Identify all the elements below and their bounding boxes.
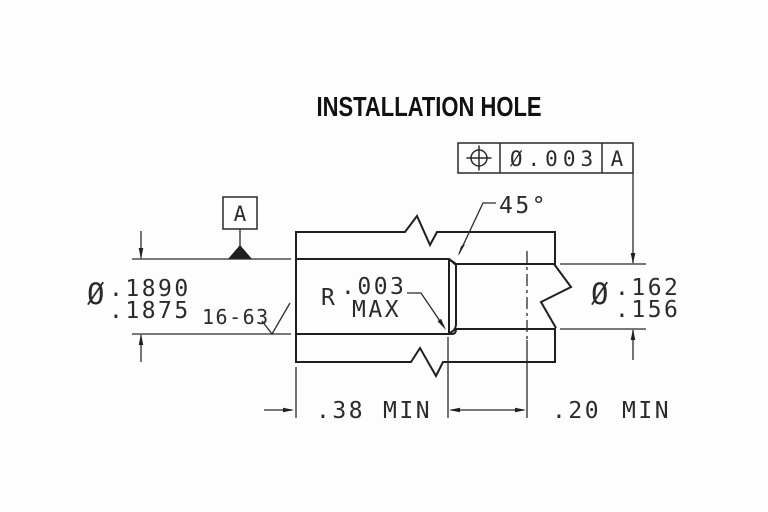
- arrowhead: [138, 334, 144, 345]
- arrowhead: [630, 329, 636, 340]
- arrowhead: [283, 407, 294, 413]
- arrowhead: [630, 253, 636, 264]
- leader-line: [458, 202, 496, 255]
- hole-depth-value: .20: [552, 398, 601, 424]
- diameter-symbol: Ø: [87, 277, 104, 311]
- fcf-datum-reference: A: [611, 147, 624, 171]
- position-symbol-icon: [466, 145, 492, 171]
- radius-value: .003: [341, 274, 406, 300]
- hole-diameter-dimension: Ø .162 .156: [560, 173, 680, 360]
- part-top-band: [295, 214, 556, 265]
- cbore-depth-unit: MIN: [383, 398, 432, 424]
- surface-finish-note: 16-63: [202, 302, 291, 336]
- fcf-border: [457, 142, 634, 174]
- drawing-title-group: INSTALLATION HOLE: [316, 92, 541, 123]
- arrowhead: [515, 407, 526, 413]
- depth-dimensions: .38 MIN .20 MIN: [264, 337, 671, 424]
- radius-prefix: R: [321, 285, 335, 311]
- counterbore-upper-limit: .1890: [109, 276, 191, 302]
- corner-radius-callout: R .003 MAX: [321, 274, 446, 330]
- arrowhead: [458, 244, 466, 256]
- hole-lower-limit: .156: [615, 297, 680, 323]
- hole-depth-unit: MIN: [622, 398, 671, 424]
- feature-control-frame: Ø.003 A: [457, 142, 634, 174]
- surface-finish-value: 16-63: [202, 305, 270, 329]
- datum-feature-symbol: A: [222, 196, 258, 259]
- chamfer-callout: 45°: [458, 193, 548, 256]
- radius-qualifier: MAX: [352, 297, 401, 323]
- chamfer-angle-label: 45°: [499, 193, 548, 219]
- part-bottom-band: [295, 328, 556, 379]
- chamfer-edge-line: [448, 258, 457, 266]
- part-section-view: [295, 214, 573, 379]
- arrowhead: [437, 318, 446, 330]
- corner-fillet-arc: [447, 324, 457, 334]
- counterbore-diameter-dimension: Ø .1890 .1875: [87, 231, 291, 362]
- diameter-symbol: Ø: [591, 277, 608, 311]
- fcf-tolerance-value: Ø.003: [510, 147, 598, 171]
- datum-label: A: [234, 202, 247, 226]
- hole-break-line: [539, 263, 573, 329]
- counterbore-lower-limit: .1875: [109, 298, 191, 324]
- arrowhead: [138, 248, 144, 259]
- leader-line: [407, 292, 445, 328]
- hole-upper-limit: .162: [615, 275, 680, 301]
- datum-triangle-icon: [228, 245, 252, 259]
- page-title: INSTALLATION HOLE: [316, 92, 541, 123]
- surface-finish-check-icon: [261, 302, 291, 336]
- arrowhead: [449, 407, 460, 413]
- cbore-depth-value: .38: [316, 398, 365, 424]
